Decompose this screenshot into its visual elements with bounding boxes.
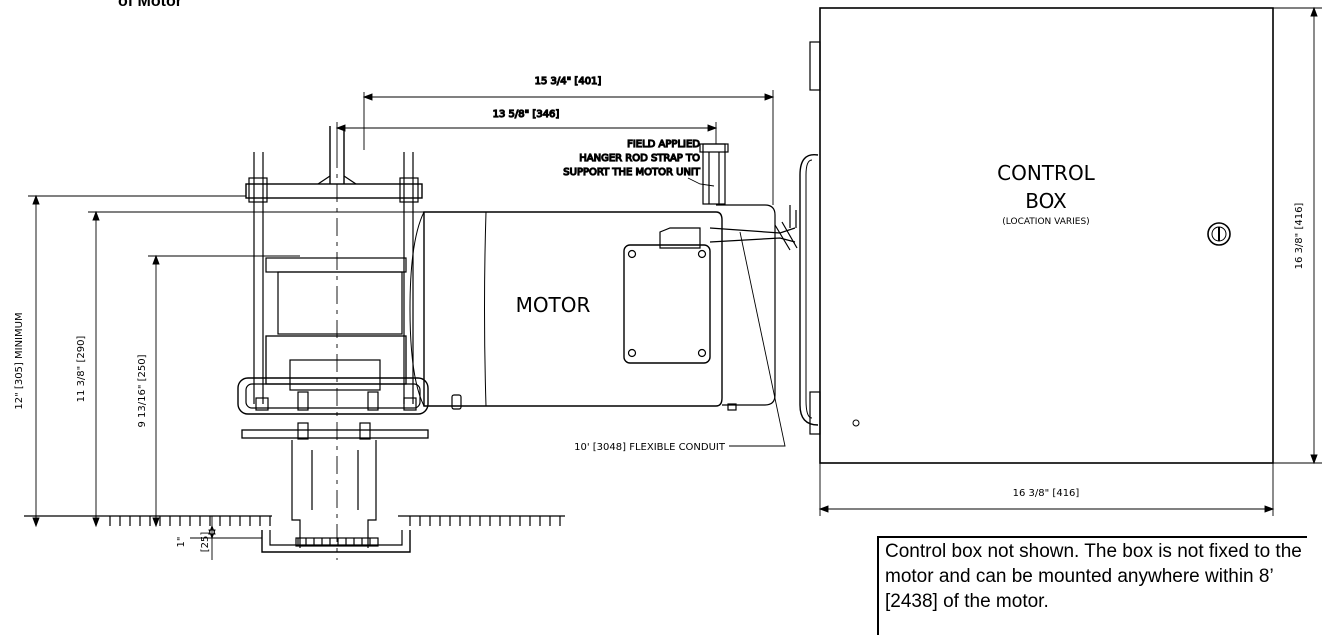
dim-clearance-mm: [25]	[200, 532, 211, 553]
control-box-label-line1: CONTROL	[997, 161, 1096, 185]
motor-label: MOTOR	[516, 293, 591, 317]
gear-assembly	[237, 126, 429, 560]
motor	[409, 143, 798, 411]
control-box-note: Control box not shown. The box is not fi…	[877, 536, 1307, 635]
dim-box-height: 16 3/8" [416]	[1294, 203, 1305, 270]
ceiling	[24, 515, 565, 526]
dim-motor-length: 13 5/8" [346]	[493, 109, 560, 120]
dim-overall-length: 15 3/4" [401]	[535, 76, 602, 87]
strap-label-line1: FIELD APPLIED	[627, 139, 700, 150]
dimension-lines	[28, 6, 1322, 560]
section-heading: of Motor	[118, 0, 182, 10]
lock-icon	[1207, 222, 1231, 246]
dim-box-width: 16 3/8" [416]	[1013, 488, 1080, 499]
control-box-location: (LOCATION VARIES)	[1002, 217, 1089, 227]
dim-height-a: 11 3/8" [290]	[76, 336, 87, 403]
strap-label-line2: HANGER ROD STRAP TO	[579, 153, 700, 164]
control-box	[799, 7, 1274, 464]
dim-min-height: 12" [305] MINIMUM	[14, 312, 25, 409]
conduit-label: 10' [3048] FLEXIBLE CONDUIT	[574, 442, 726, 453]
control-box-label-line2: BOX	[1025, 189, 1067, 213]
dim-height-b: 9 13/16" [250]	[137, 354, 148, 427]
strap-label-line3: SUPPORT THE MOTOR UNIT	[563, 167, 701, 178]
dim-clearance-in: 1"	[176, 537, 187, 548]
junction-box	[623, 244, 711, 364]
